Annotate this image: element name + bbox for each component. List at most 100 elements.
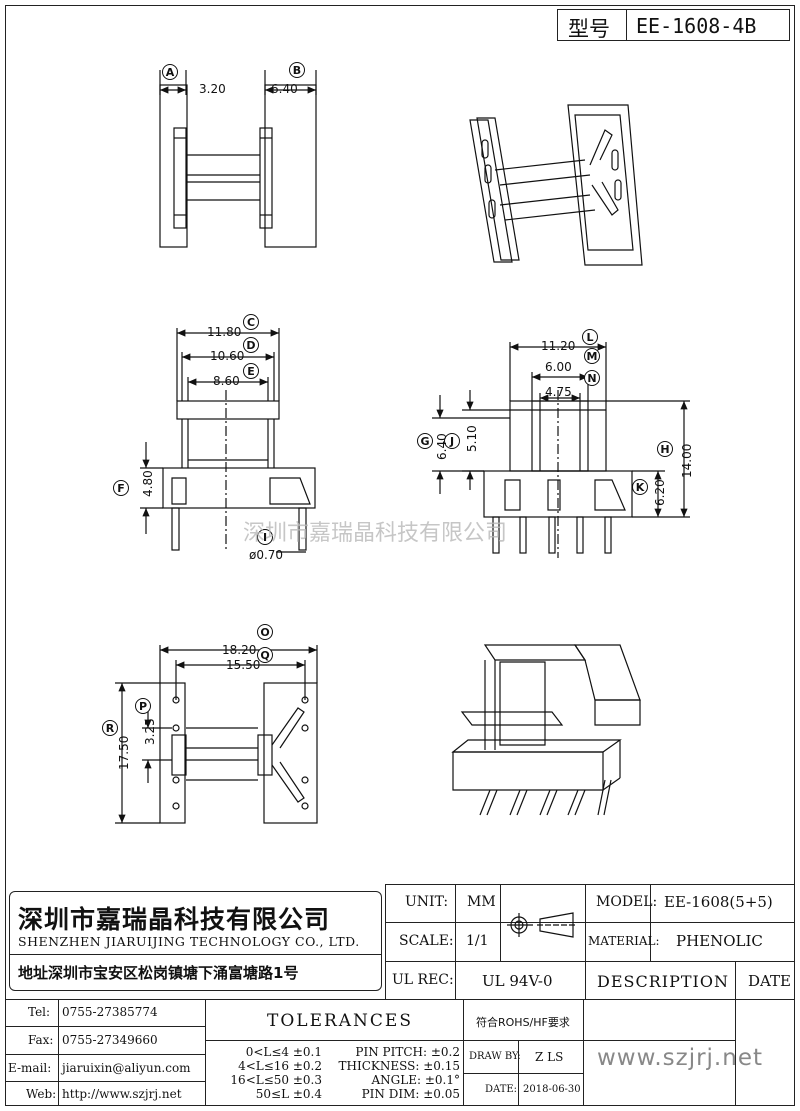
callout-label-r: R: [106, 722, 115, 735]
fax-value: 0755-27349660: [62, 1033, 158, 1047]
drawby-value: Z LS: [535, 1050, 564, 1064]
web-label: Web:: [26, 1087, 57, 1101]
side-view-left: [162, 390, 316, 552]
callout-label-i: I: [263, 531, 267, 544]
material-value: PHENOLIC: [676, 932, 763, 950]
callout-label-q: Q: [260, 649, 269, 662]
isometric-view-bottom: [451, 644, 641, 816]
tolerance-row: PIN PITCH: ±0.2: [355, 1045, 460, 1059]
model-label: MODEL:: [596, 894, 658, 910]
callout-label-p: P: [139, 700, 147, 713]
callout-b: [289, 62, 305, 78]
top-view-bottom: [159, 682, 318, 824]
dim-k: 6.20: [653, 479, 667, 506]
material-label: MATERIAL:: [588, 934, 660, 948]
website-watermark: www.szjrj.net: [597, 1045, 763, 1071]
drawing-frame: [5, 5, 795, 1106]
callout-j: [444, 433, 460, 449]
date2-label: DATE:: [485, 1084, 518, 1095]
company-box: 深圳市嘉瑞晶科技有限公司 SHENZHEN JIARUIJING TECHNOL…: [9, 891, 382, 991]
callout-m: [584, 348, 600, 364]
callout-label-a: A: [166, 66, 175, 79]
dim-e: 8.60: [213, 374, 240, 388]
email-label: E-mail:: [8, 1061, 52, 1075]
dim-o: 18.20: [222, 643, 256, 657]
description-label: DESCRIPTION: [597, 972, 729, 991]
dim-i: 14.00: [680, 444, 694, 478]
dim-l: 11.20: [541, 339, 575, 353]
callout-c: [243, 314, 259, 330]
scale-value: 1/1: [466, 933, 489, 949]
callout-label-o: O: [260, 626, 269, 639]
isometric-view-top: [469, 104, 643, 266]
model-header-value: EE-1608-4B: [636, 14, 757, 38]
callout-label-c: C: [247, 316, 255, 329]
tolerances-title: TOLERANCES: [267, 1011, 413, 1031]
callout-label-d: D: [246, 339, 255, 352]
callout-n: [584, 370, 600, 386]
company-name-cn: 深圳市嘉瑞晶科技有限公司: [18, 905, 331, 934]
dim-g: 6.40: [435, 433, 449, 460]
dim-b: 6.40: [271, 82, 298, 96]
fax-label: Fax:: [28, 1033, 54, 1047]
ulrec-label: UL REC:: [392, 972, 454, 988]
date-label: DATE: [748, 972, 791, 990]
dim-j: 5.10: [465, 425, 479, 452]
tolerance-row: 4<L≤16 ±0.2: [238, 1059, 322, 1073]
callout-label-b: B: [293, 64, 301, 77]
callout-o: [257, 624, 273, 640]
callout-r: [102, 720, 118, 736]
callout-label-n: N: [587, 372, 596, 385]
callout-d: [243, 337, 259, 353]
callout-p: [135, 698, 151, 714]
callout-h: [657, 441, 673, 457]
tolerance-feature-list: PIN PITCH: ±0.2 THICKNESS: ±0.15 ANGLE: …: [326, 1045, 460, 1101]
front-view-top: [159, 84, 317, 248]
tolerance-row: PIN DIM: ±0.05: [361, 1087, 460, 1101]
callout-e: [243, 363, 259, 379]
drawby-label: DRAW BY:: [469, 1051, 521, 1062]
rohs-note: 符合ROHS/HF要求: [476, 1016, 570, 1029]
watermark: 深圳市嘉瑞晶科技有限公司: [243, 521, 507, 546]
callout-label-l: L: [586, 331, 593, 344]
callout-label-k: K: [636, 481, 645, 494]
web-value[interactable]: http://www.szjrj.net: [62, 1087, 182, 1101]
model-value: EE-1608(5+5): [664, 893, 773, 911]
unit-value: MM: [467, 894, 496, 910]
tel-value: 0755-27385774: [62, 1005, 158, 1019]
dim-p: 3.25: [143, 718, 157, 745]
callout-label-j: J: [449, 435, 454, 448]
date2-value: 2018-06-30: [523, 1084, 581, 1095]
tolerance-row: THICKNESS: ±0.15: [338, 1059, 460, 1073]
dim-f: 4.80: [141, 470, 155, 497]
dim-n: 4.75: [545, 385, 572, 399]
callout-i: [257, 529, 273, 545]
callout-k: [632, 479, 648, 495]
callout-a: [162, 64, 178, 80]
callout-f: [113, 480, 129, 496]
tolerance-row: 50≤L ±0.4: [255, 1087, 322, 1101]
email-value[interactable]: jiaruixin@aliyun.com: [62, 1061, 191, 1075]
dim-a: 3.20: [199, 82, 226, 96]
tolerance-size-list: 0<L≤4 ±0.1 4<L≤16 ±0.2 16<L≤50 ±0.3 50≤L…: [212, 1045, 322, 1101]
unit-label: UNIT:: [405, 894, 449, 910]
model-header-box: 型号 EE-1608-4B: [557, 9, 790, 41]
callout-label-m: M: [587, 350, 598, 363]
dim-h: ø0.70: [249, 548, 283, 562]
tolerance-row: 0<L≤4 ±0.1: [245, 1045, 322, 1059]
callout-label-f: F: [117, 482, 125, 495]
callout-l: [582, 329, 598, 345]
model-header-label: 型号: [568, 17, 610, 41]
company-name-en: SHENZHEN JIARUIJING TECHNOLOGY CO., LTD.: [18, 934, 360, 949]
company-address: 地址深圳市宝安区松岗镇塘下涌富塘路1号: [18, 964, 299, 982]
tolerance-row: ANGLE: ±0.1°: [371, 1073, 460, 1087]
dim-r: 17.50: [117, 736, 131, 770]
tolerance-row: 16<L≤50 ±0.3: [230, 1073, 322, 1087]
dim-q: 15.50: [226, 658, 260, 672]
callout-label-g: G: [420, 435, 429, 448]
callout-q: [257, 647, 273, 663]
dim-m: 6.00: [545, 360, 572, 374]
projection-symbol-icon: [507, 912, 577, 938]
callout-label-h: H: [660, 443, 669, 456]
